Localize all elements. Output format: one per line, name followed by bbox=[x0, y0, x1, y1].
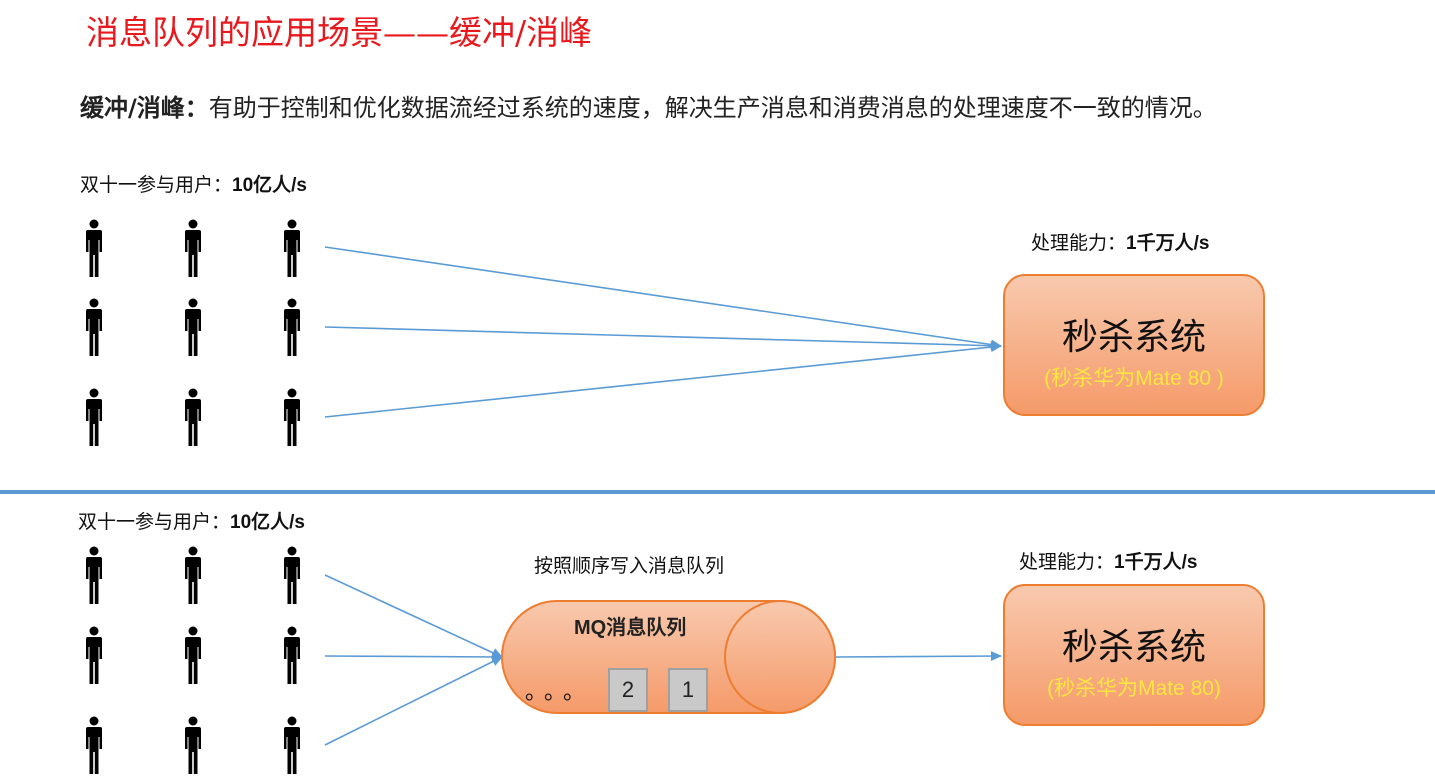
person-icon bbox=[185, 298, 201, 356]
person-icon bbox=[86, 219, 102, 277]
queue-ellipsis: 。。。 bbox=[525, 680, 594, 705]
top-system-box: 秒杀系统 (秒杀华为Mate 80 ) bbox=[1003, 274, 1265, 416]
person-icon bbox=[185, 626, 201, 684]
person-icon bbox=[86, 388, 102, 446]
section-divider bbox=[0, 490, 1435, 494]
bottom-capacity-rate: 1千万人/s bbox=[1114, 552, 1198, 573]
person-icon bbox=[86, 298, 102, 356]
queue-caption: 按照顺序写入消息队列 bbox=[534, 555, 725, 577]
description-term: 缓冲/消峰： bbox=[80, 94, 209, 122]
top-arrow-3 bbox=[324, 342, 1002, 418]
person-icon bbox=[185, 546, 201, 604]
person-icon bbox=[86, 626, 102, 684]
top-system-name: 秒杀系统 bbox=[1061, 317, 1206, 358]
queue-message-2: 2 bbox=[608, 668, 648, 712]
top-system-sub: (秒杀华为Mate 80 ) bbox=[1044, 367, 1224, 390]
person-icon bbox=[86, 546, 102, 604]
bottom-arrow-2 bbox=[324, 651, 503, 662]
bottom-capacity-label: 处理能力：1千万人/s bbox=[1019, 547, 1197, 574]
person-icon bbox=[86, 716, 102, 774]
person-icon bbox=[284, 219, 300, 277]
user-icons bbox=[86, 219, 300, 774]
bottom-system-name: 秒杀系统 bbox=[1061, 627, 1206, 668]
person-icon bbox=[284, 388, 300, 446]
bottom-capacity-label-text: 处理能力： bbox=[1019, 551, 1115, 573]
top-users-rate: 10亿人/s bbox=[232, 175, 307, 196]
bottom-arrow-1 bbox=[324, 574, 503, 658]
queue-message-1: 1 bbox=[668, 668, 708, 712]
top-arrow-2 bbox=[324, 326, 1002, 351]
bottom-system-box: 秒杀系统 (秒杀华为Mate 80) bbox=[1003, 584, 1265, 726]
person-icon bbox=[185, 388, 201, 446]
description: 缓冲/消峰：有助于控制和优化数据流经过系统的速度，解决生产消息和消费消息的处理速… bbox=[80, 88, 1217, 123]
queue-title: MQ消息队列 bbox=[574, 617, 687, 639]
bottom-users-label: 双十一参与用户：10亿人/s bbox=[78, 507, 305, 534]
person-icon bbox=[185, 716, 201, 774]
person-icon bbox=[284, 298, 300, 356]
top-users-label: 双十一参与用户：10亿人/s bbox=[80, 170, 307, 197]
bottom-users-rate: 10亿人/s bbox=[230, 512, 305, 533]
top-capacity-label-text: 处理能力： bbox=[1031, 232, 1127, 254]
queue-cylinder bbox=[501, 600, 836, 714]
bottom-system-sub: (秒杀华为Mate 80) bbox=[1047, 677, 1221, 700]
top-arrow-1 bbox=[324, 246, 1002, 350]
person-icon bbox=[284, 546, 300, 604]
top-capacity-rate: 1千万人/s bbox=[1126, 233, 1210, 254]
person-icon bbox=[284, 626, 300, 684]
top-users-label-text: 双十一参与用户： bbox=[80, 174, 233, 196]
page-title: 消息队列的应用场景——缓冲/消峰 bbox=[86, 13, 593, 52]
bottom-users-label-text: 双十一参与用户： bbox=[78, 511, 231, 533]
person-icon bbox=[284, 716, 300, 774]
bottom-arrow-3 bbox=[324, 656, 503, 746]
queue-to-system-arrow bbox=[835, 651, 1002, 662]
top-capacity-label: 处理能力：1千万人/s bbox=[1031, 228, 1209, 255]
description-text: 有助于控制和优化数据流经过系统的速度，解决生产消息和消费消息的处理速度不一致的情… bbox=[208, 94, 1217, 122]
person-icon bbox=[185, 219, 201, 277]
